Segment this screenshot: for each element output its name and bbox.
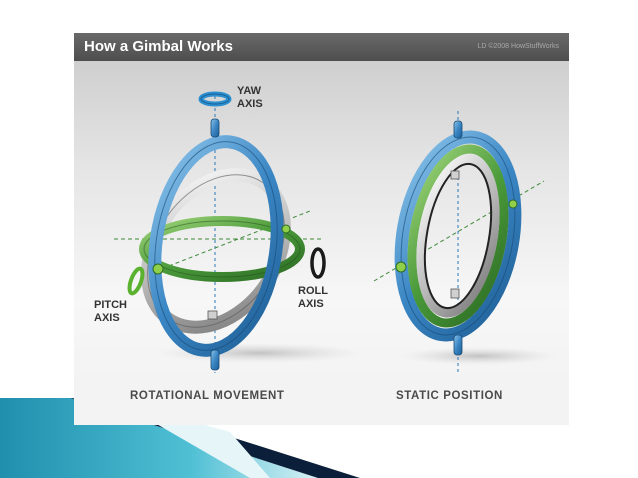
static-inner-ring-edge [423, 162, 493, 310]
gimbal-diagram [114, 91, 559, 373]
illustration-title: How a Gimbal Works [84, 38, 233, 55]
pitch-axis-label: PITCH AXIS [94, 299, 127, 324]
illustration-header: How a Gimbal Works LD ©2008 HowStuffWork… [74, 33, 569, 61]
yaw-rotation-icon [198, 91, 232, 107]
static-bottom-spindle [453, 334, 463, 356]
yaw-axis-label: YAW AXIS [237, 85, 263, 110]
illustration-credit: LD ©2008 HowStuffWorks [477, 43, 559, 50]
rotating-gimbal [114, 96, 364, 373]
static-left-pivot [395, 261, 407, 273]
static-right-pivot [508, 199, 518, 209]
floor-shadow-static [399, 347, 559, 365]
static-position-caption: STATIC POSITION [396, 390, 503, 402]
middle-ring-edge [143, 220, 301, 278]
roll-axis-label: ROLL AXIS [298, 285, 328, 310]
diagram-scene: YAW AXIS PITCH AXIS ROLL AXIS [74, 61, 569, 381]
roll-rotation-icon [310, 247, 326, 279]
static-top-spindle [453, 120, 463, 139]
static-middle-ring [407, 144, 509, 328]
outer-ring-edge [154, 141, 278, 351]
static-bottom-bearing [450, 288, 460, 299]
roll-pivot [281, 224, 291, 234]
pitch-pivot [152, 263, 164, 275]
static-top-bearing [450, 170, 460, 180]
static-gimbal [373, 111, 559, 373]
static-inner-ring [416, 154, 500, 318]
lower-bearing [207, 310, 218, 320]
top-spindle [210, 118, 220, 138]
static-outer-ring-edge [400, 136, 516, 336]
pitch-rotation-icon [127, 266, 145, 296]
rotational-movement-caption: ROTATIONAL MOVEMENT [130, 390, 285, 402]
bottom-spindle [210, 349, 220, 371]
gimbal-illustration: How a Gimbal Works LD ©2008 HowStuffWork… [74, 33, 569, 425]
